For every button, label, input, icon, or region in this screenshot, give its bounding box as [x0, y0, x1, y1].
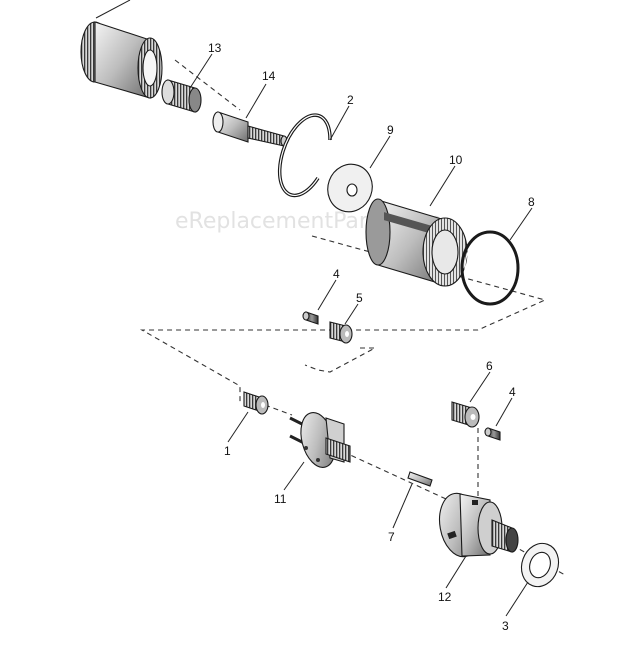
- assembly-guide-lines: [139, 59, 566, 576]
- planet-pinion-5: [329, 321, 353, 344]
- dowel-pin-7: [407, 471, 433, 487]
- o-ring-8: [460, 230, 520, 306]
- large-spur-gear: [80, 0, 163, 99]
- callout-9: 9: [387, 123, 394, 137]
- callout-10: 10: [449, 153, 463, 167]
- callout-12: 12: [438, 590, 452, 604]
- washer-3: [520, 542, 560, 588]
- planet-pinion-6: [451, 401, 480, 428]
- leader-lines: [189, 53, 533, 617]
- planet-carrier-11: [289, 412, 351, 468]
- splined-shaft-14: [212, 111, 288, 147]
- planet-pinion-1: [243, 391, 269, 415]
- callout-7: 7: [388, 530, 395, 544]
- spacer-4-upper: [302, 311, 319, 325]
- callout-4-lower: 4: [509, 385, 516, 399]
- callout-labels: 13 14 2 9 10 8 4 5 6 4 1 11 7 12 3: [208, 41, 535, 633]
- thrust-washer-9: [327, 163, 373, 213]
- callout-4-upper: 4: [333, 267, 340, 281]
- callout-8: 8: [528, 195, 535, 209]
- output-carrier-12: [438, 492, 519, 558]
- spacer-4-lower: [484, 427, 501, 441]
- callout-13: 13: [208, 41, 222, 55]
- callout-11: 11: [274, 492, 287, 506]
- callout-1: 1: [224, 444, 231, 458]
- snap-ring-2: [277, 113, 332, 198]
- callout-2: 2: [347, 93, 354, 107]
- callout-6: 6: [486, 359, 493, 373]
- callout-5: 5: [356, 291, 363, 305]
- callout-3: 3: [502, 619, 509, 633]
- callout-14: 14: [262, 69, 276, 83]
- pinion-bearing-13: [161, 79, 202, 113]
- ring-gear-10: [365, 198, 468, 287]
